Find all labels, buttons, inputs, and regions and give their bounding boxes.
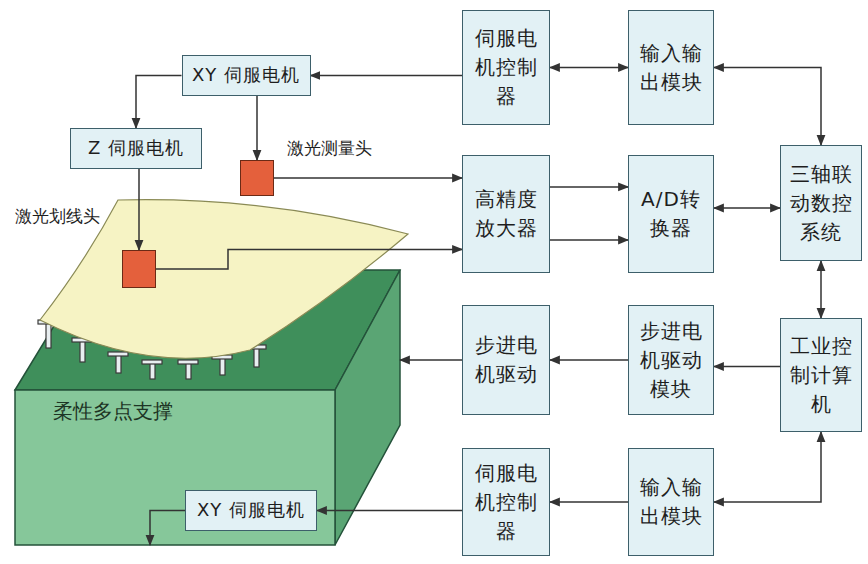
process-box: A/D转换器 <box>628 155 714 273</box>
box-label: 柔性多点支撑 <box>53 398 173 425</box>
box-label: 伺服电机控制器 <box>469 24 543 111</box>
process-box: Z 伺服电机 <box>70 128 202 169</box>
signal-arrow <box>550 186 628 188</box>
box-label: 输入输出模块 <box>635 473 707 531</box>
process-box: 步进电机驱动模块 <box>628 305 714 415</box>
box-label: 伺服电机控制器 <box>469 459 543 546</box>
signal-arrow <box>714 68 821 146</box>
signal-arrow <box>150 511 185 546</box>
process-box: 输入输出模块 <box>628 10 714 125</box>
signal-arrow <box>156 249 462 269</box>
signal-arrow <box>550 239 628 241</box>
process-box: 伺服电机控制器 <box>462 448 550 556</box>
signal-arrow <box>138 169 140 250</box>
signal-arrow <box>256 96 258 160</box>
signal-arrow <box>317 510 462 512</box>
box-label: A/D转换器 <box>635 185 707 243</box>
process-box: 输入输出模块 <box>628 448 714 556</box>
signal-arrow <box>714 207 780 209</box>
box-label: Z 伺服电机 <box>88 135 184 161</box>
box-label: XY 伺服电机 <box>197 497 305 523</box>
signal-arrow <box>714 366 780 368</box>
signal-arrow <box>400 359 462 361</box>
process-box: 高精度放大器 <box>462 155 550 273</box>
signal-arrow <box>550 359 628 361</box>
process-box: 伺服电机控制器 <box>462 10 550 125</box>
signal-arrow <box>820 261 822 318</box>
process-box: 工业控制计算机 <box>780 318 862 432</box>
signal-arrow <box>274 177 462 179</box>
process-box: XY 伺服电机 <box>185 490 317 531</box>
block-side-face <box>335 270 400 545</box>
process-box: XY 伺服电机 <box>182 55 311 96</box>
laser-head: 激光测量头 <box>240 160 274 196</box>
signal-arrow <box>550 501 628 503</box>
signal-arrow <box>550 67 628 69</box>
box-label: XY 伺服电机 <box>192 62 300 88</box>
box-label: 步进电机驱动模块 <box>635 317 707 404</box>
signal-arrow <box>714 432 821 502</box>
part-label: 激光划线头 <box>15 205 100 228</box>
box-label: 三轴联动数控系统 <box>787 160 855 247</box>
process-box: 步进电机驱动 <box>462 305 550 415</box>
block-front-face <box>15 390 335 545</box>
box-label: 输入输出模块 <box>635 39 707 97</box>
part-label: 激光测量头 <box>287 137 372 160</box>
box-label: 高精度放大器 <box>469 185 543 243</box>
signal-arrow <box>311 75 463 77</box>
signal-arrow <box>136 76 182 129</box>
process-box: 三轴联动数控系统 <box>780 145 862 261</box>
laser-head: 激光划线头 <box>122 250 156 288</box>
box-label: 步进电机驱动 <box>469 331 543 389</box>
box-label: 工业控制计算机 <box>787 332 855 419</box>
